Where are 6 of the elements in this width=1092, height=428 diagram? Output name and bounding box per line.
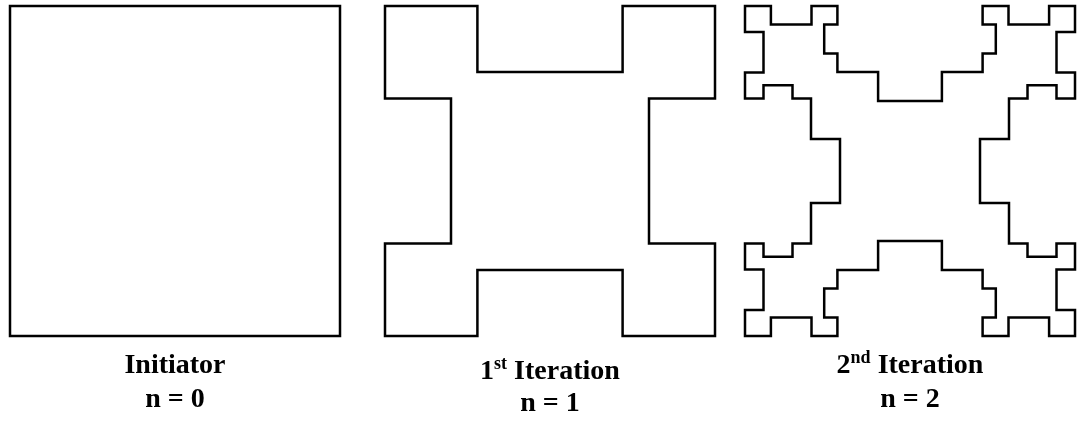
caption-text: Initiator bbox=[124, 348, 226, 379]
caption-text: n = 1 bbox=[520, 386, 580, 417]
caption-text: 1$^{st}$ Iteration bbox=[480, 354, 620, 385]
caption-text: n = 0 bbox=[145, 382, 205, 413]
caption-text: 2$^{nd}$ Iteration bbox=[836, 348, 984, 379]
caption-text: n = 2 bbox=[880, 382, 940, 413]
